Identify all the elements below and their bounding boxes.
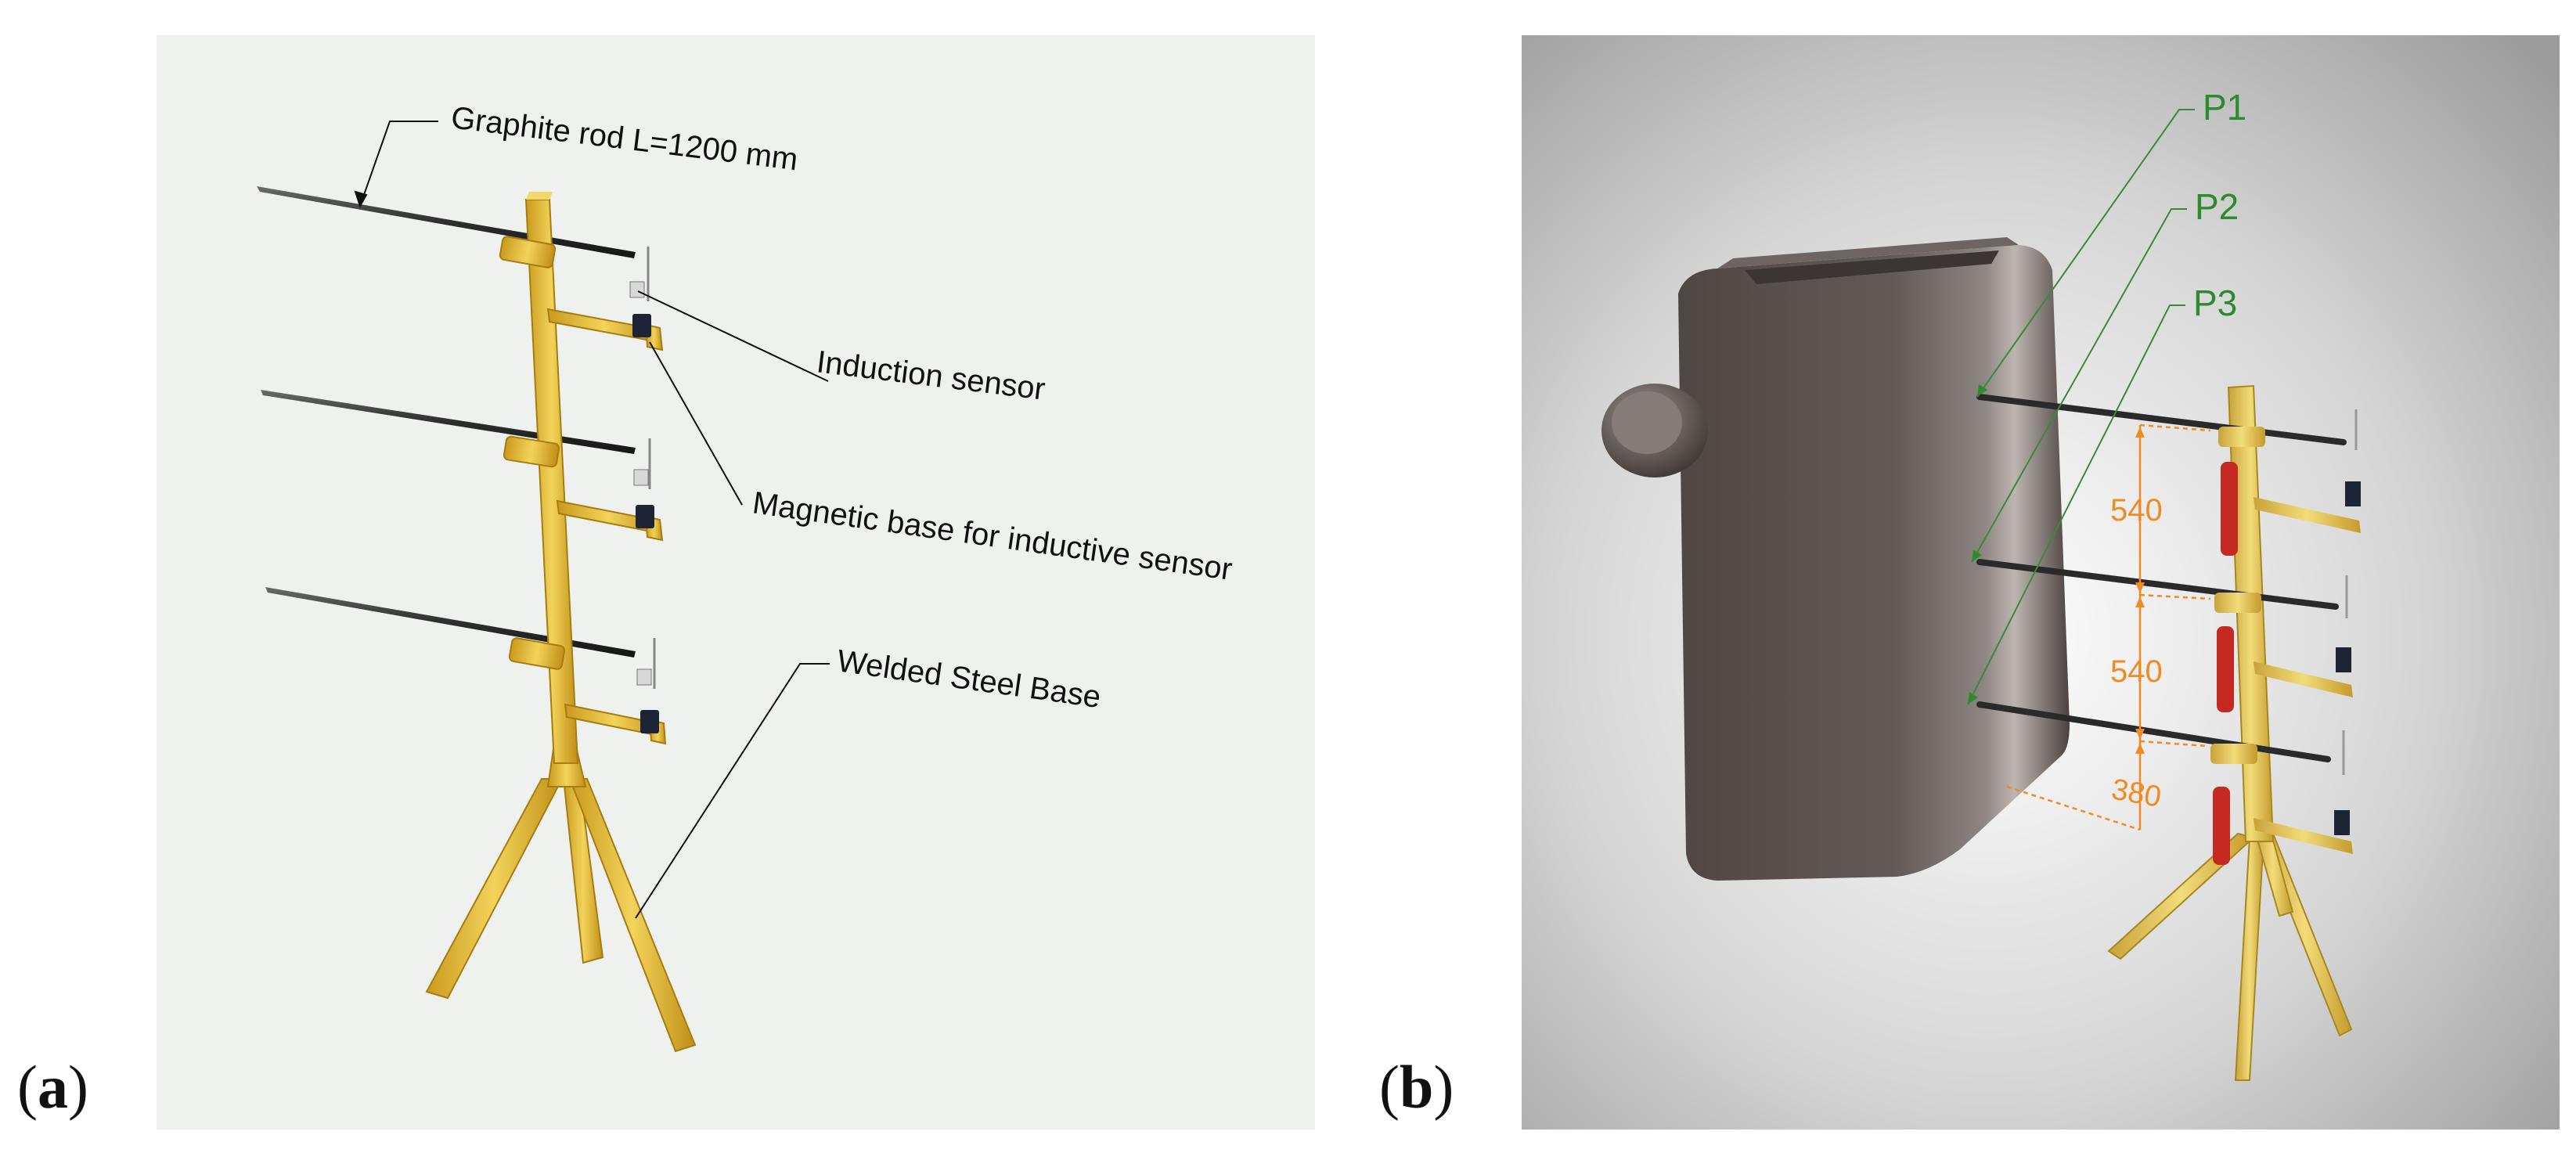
tank-body [1601, 237, 2070, 881]
point-label-p3: P3 [2193, 283, 2237, 323]
callout-induction-sensor: Induction sensor [815, 344, 1047, 406]
magnetic-bases [632, 314, 659, 733]
panel-b-diagram: P1 P2 P3 540 540 380 [1522, 35, 2560, 1130]
rod-clamps [499, 236, 566, 670]
graphite-rod-3 [265, 587, 636, 658]
dimension-lines [2006, 423, 2211, 831]
callout-graphite-rod: Graphite rod L=1200 mm [449, 100, 800, 177]
point-leaders [1967, 109, 2195, 705]
sensor-assemblies [2210, 409, 2361, 865]
leader-lines [354, 121, 830, 919]
panel-label-a: (a) [17, 1053, 88, 1121]
panel-label-b: (b) [1379, 1053, 1454, 1121]
callout-welded-steel-base: Welded Steel Base [835, 643, 1103, 715]
callout-magnetic-base: Magnetic base for inductive sensor [751, 485, 1234, 587]
panel-a-diagram: Graphite rod L=1200 mm Induction sensor … [157, 35, 1315, 1130]
panel-label-a-letter: a [37, 1053, 68, 1121]
dimension-540-lower: 540 [2110, 654, 2163, 689]
panel-label-b-letter: b [1399, 1053, 1434, 1121]
stand-legs [2107, 825, 2353, 1081]
stand-post [2227, 384, 2275, 842]
induction-sensors [629, 247, 656, 689]
point-label-p2: P2 [2195, 186, 2239, 227]
welded-steel-base [425, 743, 697, 1053]
probe-rods [1976, 394, 2347, 762]
graphite-rod-2 [261, 390, 636, 454]
graphite-rods [257, 186, 636, 658]
point-label-p1: P1 [2203, 87, 2246, 128]
vertical-post [524, 192, 579, 764]
dimension-540-upper: 540 [2110, 493, 2163, 528]
graphite-rod-1 [257, 186, 636, 258]
